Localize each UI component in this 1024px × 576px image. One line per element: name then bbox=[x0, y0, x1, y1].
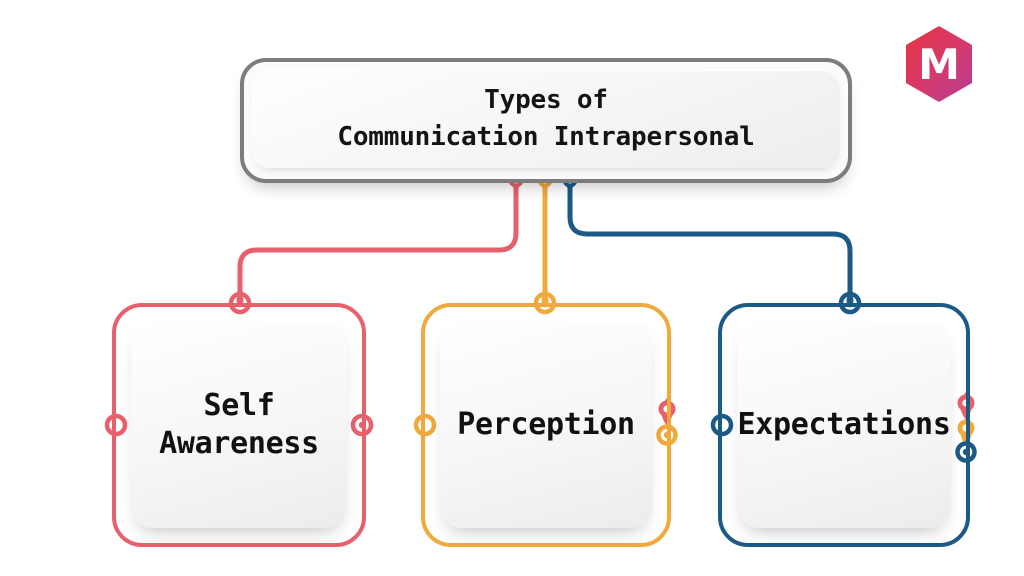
brand-logo[interactable]: M bbox=[903, 24, 975, 104]
branch-label-line-1: Perception bbox=[457, 406, 635, 442]
node-expectations-left bbox=[710, 413, 734, 437]
branch-label-self-awareness: Self Awareness bbox=[151, 387, 327, 464]
logo-letter: M bbox=[918, 40, 960, 89]
node-perception-left bbox=[413, 413, 437, 437]
node-self-awareness-left bbox=[104, 413, 128, 437]
branch-label-line-1: Self bbox=[203, 387, 275, 423]
root-title-line1: Types of bbox=[484, 85, 608, 116]
hexagon-logo-icon: M bbox=[906, 26, 972, 102]
root-title-line2: Communication Intrapersonal bbox=[337, 122, 755, 152]
branch-box-perception[interactable]: Perception bbox=[440, 322, 652, 528]
connector-blue bbox=[567, 179, 853, 305]
connector-red bbox=[237, 179, 519, 305]
branch-label-perception: Perception bbox=[449, 406, 643, 444]
page-title: Types of Communication Intrapersonal bbox=[337, 82, 754, 156]
branch-label-line-2: Awareness bbox=[159, 426, 319, 461]
branch-label-expectations: Expectations bbox=[729, 406, 958, 444]
branch-box-self-awareness[interactable]: Self Awareness bbox=[131, 322, 347, 528]
branch-box-expectations[interactable]: Expectations bbox=[737, 322, 951, 528]
root-box[interactable]: Types of Communication Intrapersonal bbox=[252, 70, 840, 168]
branch-box-border-perception bbox=[421, 303, 671, 547]
branch-label-line-1: Expectations bbox=[737, 406, 951, 442]
branch-box-border-expectations bbox=[718, 303, 970, 547]
branch-box-border-self-awareness bbox=[112, 303, 366, 547]
